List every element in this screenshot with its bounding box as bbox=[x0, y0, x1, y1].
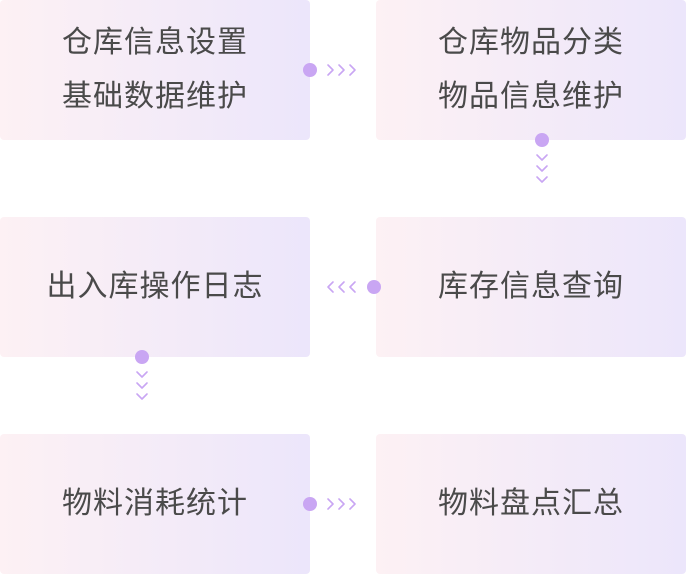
connector-dot bbox=[535, 133, 549, 147]
arrow-down-icon bbox=[134, 369, 150, 405]
connector-dot bbox=[303, 63, 317, 77]
step-box-stock-query: 库存信息查询 bbox=[376, 217, 686, 357]
connector-dot bbox=[303, 497, 317, 511]
step-label: 库存信息查询 bbox=[438, 269, 624, 304]
step-label-line-1: 仓库物品分类 bbox=[438, 25, 624, 60]
connector-dot bbox=[135, 350, 149, 364]
step-box-inventory-summary: 物料盘点汇总 bbox=[376, 434, 686, 574]
connector-dot bbox=[367, 280, 381, 294]
step-box-warehouse-setup: 仓库信息设置 基础数据维护 bbox=[0, 0, 310, 140]
step-label: 物料消耗统计 bbox=[62, 486, 248, 521]
arrow-right-icon bbox=[326, 496, 360, 512]
step-label-line-2: 基础数据维护 bbox=[62, 79, 248, 114]
step-label-line-2: 物品信息维护 bbox=[438, 79, 624, 114]
arrow-down-icon bbox=[534, 152, 550, 188]
step-box-inout-log: 出入库操作日志 bbox=[0, 217, 310, 357]
step-label: 物料盘点汇总 bbox=[438, 486, 624, 521]
step-box-item-category: 仓库物品分类 物品信息维护 bbox=[376, 0, 686, 140]
step-label: 出入库操作日志 bbox=[46, 269, 264, 304]
arrow-right-icon bbox=[326, 62, 360, 78]
step-label-line-1: 仓库信息设置 bbox=[62, 25, 248, 60]
step-box-consumption-stats: 物料消耗统计 bbox=[0, 434, 310, 574]
arrow-left-icon bbox=[326, 279, 360, 295]
